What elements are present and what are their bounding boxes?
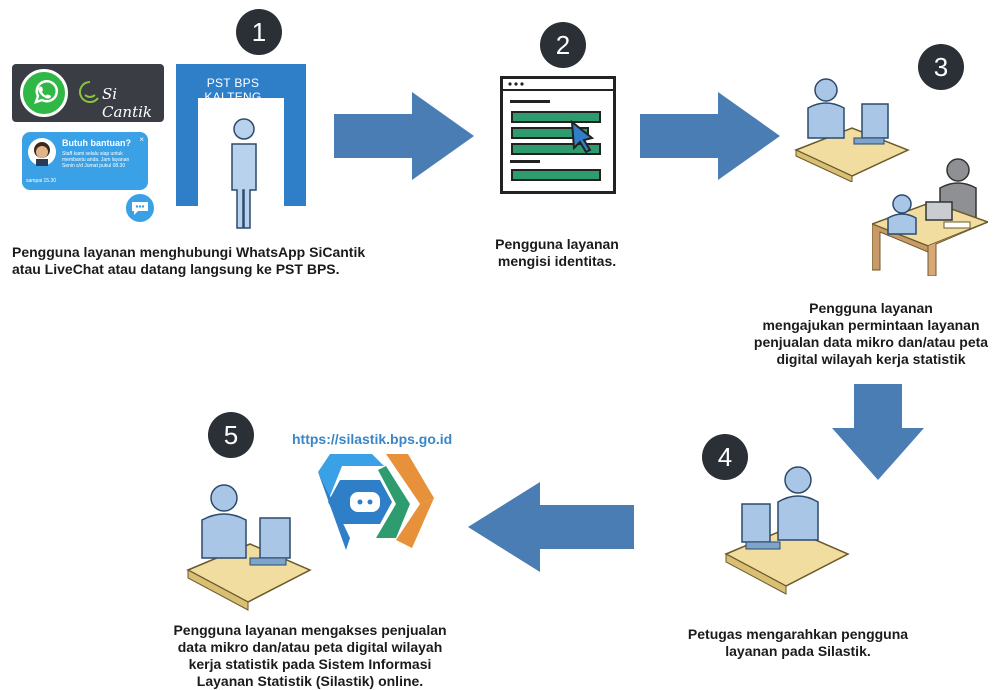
step-4-badge: 4 [702,434,748,480]
office-meeting-icon [872,158,988,276]
chat-footer-text: sampai 15.30 [26,178,57,184]
livechat-widget[interactable]: Butuh bantuan? × Staff kami selalu siap … [22,132,148,190]
sicantik-brand-text: Si Cantik [102,85,152,121]
person-computer-icon [794,78,910,182]
whatsapp-icon [20,69,68,117]
form-window-icon [500,76,616,194]
chat-bubble-icon[interactable] [124,192,156,224]
person-computer-icon [724,466,850,595]
step-1-caption: Pengguna layanan menghubungi WhatsApp Si… [12,244,366,277]
arrow-down [832,384,924,480]
silastik-logo [318,454,434,550]
arrow-right-2 [640,92,780,180]
person-computer-icon [186,484,312,611]
step-5-badge: 5 [208,412,254,458]
chat-title: Butuh bantuan? [62,138,131,148]
step-3-caption: Pengguna layanan mengajukan permintaan l… [753,300,989,367]
step-5-caption: Pengguna layanan mengakses penjualan dat… [173,622,447,689]
sicantik-logo [79,81,99,103]
chat-avatar [28,138,56,166]
chat-body-text: Staff kami selalu siap untuk membantu an… [62,151,130,169]
step-2-caption: Pengguna layanan mengisi identitas. [495,236,619,269]
arrow-left [468,482,634,572]
step-1-badge: 1 [236,9,282,55]
arrow-right-1 [334,92,474,180]
step-2-badge: 2 [540,22,586,68]
step-4-caption: Petugas mengarahkan pengguna layanan pad… [687,626,909,659]
step-3-badge: 3 [918,44,964,90]
person-standing-icon [231,118,257,229]
whatsapp-sicantik-banner: Si Cantik [12,64,164,122]
cursor-icon [570,119,595,154]
silastik-url[interactable]: https://silastik.bps.go.id [292,431,453,447]
door-frame-icon [176,64,306,206]
pst-sign-text: PST BPS KALTENG [204,76,262,104]
chat-close-icon[interactable]: × [139,135,144,144]
